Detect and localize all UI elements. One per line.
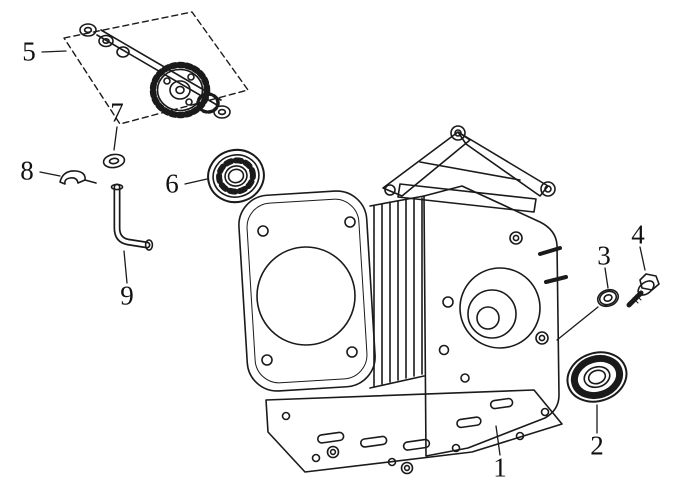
part-callout-6: 6 xyxy=(165,168,179,199)
camshaft-gear-assembly-drawing xyxy=(63,11,249,125)
crankcase-block-drawing xyxy=(238,125,568,475)
part-callout-1: 1 xyxy=(493,452,507,483)
oil-pipe-drawing xyxy=(110,183,154,251)
sealing-washer-drawing xyxy=(596,288,620,308)
part-callout-5: 5 xyxy=(22,36,36,67)
flange-bolt-drawing xyxy=(626,273,660,308)
washer-drawing xyxy=(102,153,126,169)
part-callout-4: 4 xyxy=(631,219,645,250)
part-callout-9: 9 xyxy=(120,280,134,311)
part-callout-8: 8 xyxy=(20,155,34,186)
oil-seal-drawing xyxy=(566,351,628,403)
part-callout-2: 2 xyxy=(590,430,604,461)
part-callout-3: 3 xyxy=(597,240,611,271)
leader-lines xyxy=(39,50,646,456)
part-callout-7: 7 xyxy=(110,97,124,128)
ball-bearing-drawing xyxy=(207,148,265,204)
clip-drawing xyxy=(59,170,97,185)
